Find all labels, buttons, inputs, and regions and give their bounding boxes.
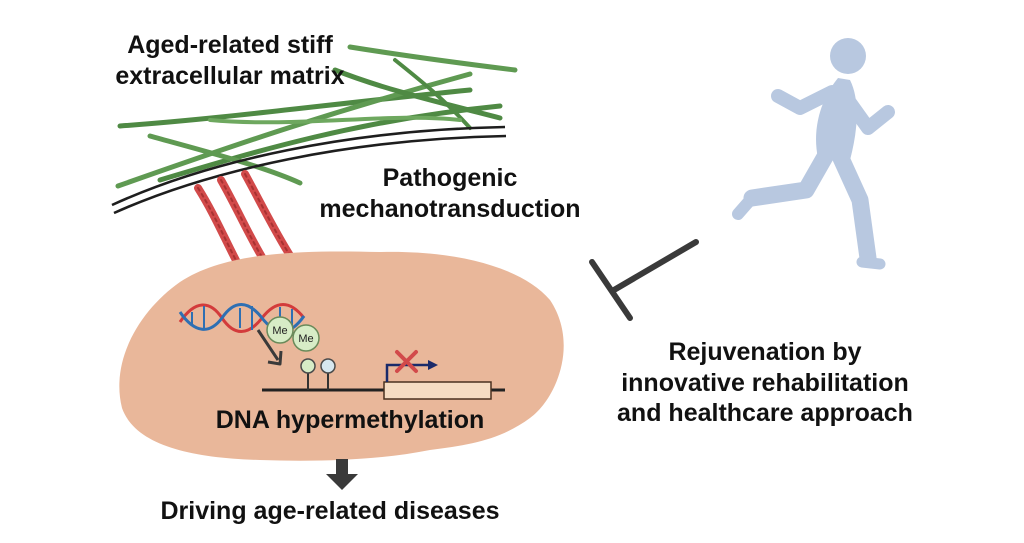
mech-label-line1: Pathogenic — [382, 164, 518, 192]
ecm-label-line1: Aged-related stiff — [127, 31, 333, 59]
ecm-fiber — [393, 58, 472, 130]
gene-block-icon — [262, 350, 505, 400]
methyl-group-icon: Me Me — [266, 316, 320, 352]
ecm-fiber — [147, 133, 303, 186]
ecm-fiber — [347, 44, 518, 73]
ecm-fibers — [115, 44, 518, 189]
runner-silhouette-icon — [732, 38, 895, 270]
ecm-fiber — [115, 71, 473, 189]
methylation-arrow-icon — [256, 329, 283, 366]
rejuv-label-line3: and healthcare approach — [617, 399, 913, 427]
dna-helix-icon — [178, 303, 306, 333]
diseases-text: Driving age-related diseases — [160, 497, 500, 525]
mechanotransduction-label: Pathogenic mechanotransduction — [300, 163, 600, 224]
methyl-label-2: Me — [298, 333, 313, 345]
ecm-label: Aged-related stiff extracellular matrix — [70, 30, 390, 91]
inhibition-t-bar-icon — [589, 239, 699, 321]
ecm-label-line2: extracellular matrix — [115, 61, 345, 90]
ecm-fiber — [332, 67, 503, 121]
cross-icon — [395, 350, 418, 373]
diseases-label: Driving age-related diseases — [120, 496, 540, 527]
ecm-fiber — [157, 103, 503, 183]
mech-label-line2: mechanotransduction — [319, 194, 581, 223]
down-arrow-icon — [326, 459, 358, 490]
cell-body — [119, 251, 564, 461]
cell-membrane — [111, 125, 507, 215]
integrin-strands — [194, 170, 295, 272]
methyl-label-1: Me — [272, 325, 287, 337]
rejuvenation-label: Rejuvenation by innovative rehabilitatio… — [600, 337, 930, 429]
dna-hypermethylation-label: DNA hypermethylation — [175, 405, 525, 436]
ecm-fiber — [208, 115, 462, 125]
rejuv-label-line1: Rejuvenation by — [668, 338, 862, 366]
rejuv-label-line2: innovative rehabilitation — [621, 368, 909, 397]
dna-hypermethylation-text: DNA hypermethylation — [215, 406, 485, 434]
